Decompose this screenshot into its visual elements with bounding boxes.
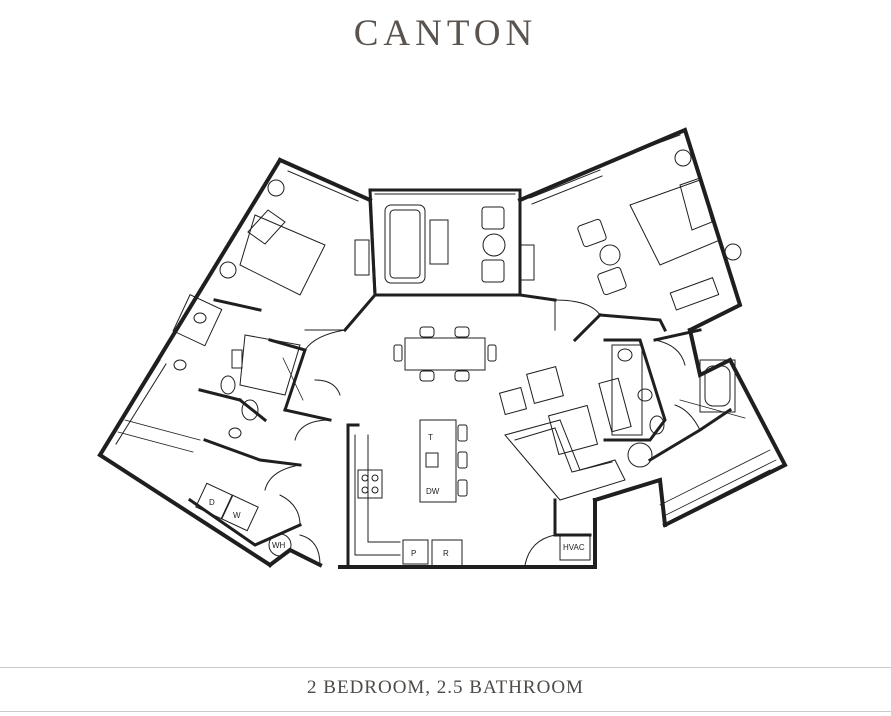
footer-top-rule	[0, 667, 891, 668]
room-labels: T DW D W WH P R HVAC	[209, 433, 585, 558]
footer-bottom-rule	[0, 711, 891, 712]
left-bedroom	[219, 179, 326, 369]
sunroom-furniture	[354, 204, 535, 284]
kitchen	[354, 419, 591, 567]
interior-walls	[187, 198, 733, 569]
bedroom-bathroom-summary: 2 BEDROOM, 2.5 BATHROOM	[307, 677, 584, 698]
refrigerator-label: R	[443, 549, 449, 558]
washer-label: W	[233, 511, 241, 520]
laundry	[195, 482, 292, 557]
left-bathroom	[172, 294, 301, 439]
dishwasher-label: DW	[426, 487, 440, 496]
water-heater-label: WH	[272, 541, 286, 550]
closet-hatching	[117, 357, 777, 516]
tub-top-label: T	[428, 433, 433, 442]
hvac-label: HVAC	[563, 543, 585, 552]
doors	[264, 299, 701, 566]
pantry-label: P	[411, 549, 416, 558]
dining-set	[393, 326, 497, 382]
exterior-walls	[97, 127, 788, 569]
living-furniture	[498, 366, 653, 501]
dryer-label: D	[209, 498, 215, 507]
right-bedroom	[577, 149, 742, 311]
windows	[109, 134, 771, 521]
right-bathroom	[611, 344, 736, 436]
plan-title: CANTON	[353, 13, 538, 54]
